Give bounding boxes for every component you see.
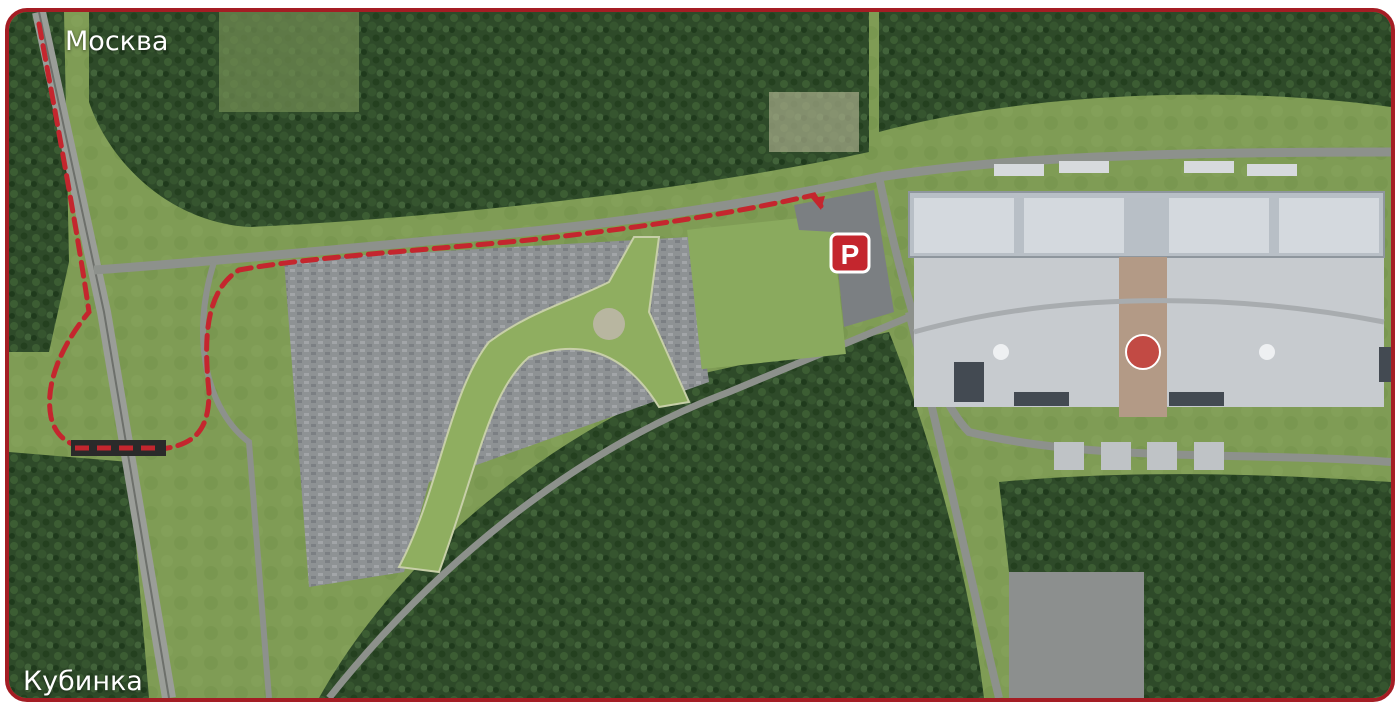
plaza-arc bbox=[913, 298, 1385, 335]
map-label-kubinka: Кубинка bbox=[23, 666, 143, 697]
route-arrow-icon bbox=[811, 196, 825, 210]
forest-west bbox=[9, 12, 69, 352]
park-plaza bbox=[593, 308, 625, 340]
diagonal-road bbox=[326, 313, 911, 698]
map-frame: P Москва Кубинка bbox=[5, 8, 1395, 702]
clearing bbox=[769, 92, 859, 152]
forest-south-center bbox=[319, 332, 984, 698]
forest-northeast bbox=[879, 12, 1391, 132]
parking-icon: P bbox=[829, 232, 871, 274]
parking-icon-glyph: P bbox=[841, 239, 860, 270]
forest-southwest bbox=[9, 452, 149, 698]
south-platforms bbox=[1054, 442, 1224, 470]
central-rotunda bbox=[1125, 334, 1161, 370]
green-field bbox=[687, 214, 846, 370]
south-field bbox=[1009, 572, 1144, 698]
map-label-moscow: Москва bbox=[65, 26, 169, 57]
dome-buildings bbox=[993, 344, 1275, 360]
hall-segments bbox=[914, 198, 1379, 253]
interchange-bridge bbox=[71, 440, 166, 456]
access-road bbox=[93, 147, 1391, 275]
ring-road bbox=[875, 176, 1391, 466]
route-path bbox=[36, 21, 824, 454]
pavilion-buildings bbox=[954, 347, 1391, 406]
north-outbuildings bbox=[994, 161, 1297, 176]
forest-southeast bbox=[999, 474, 1391, 698]
clearing bbox=[219, 12, 359, 112]
aerial-map[interactable]: P bbox=[9, 12, 1391, 698]
highway-west-edge bbox=[38, 12, 170, 698]
